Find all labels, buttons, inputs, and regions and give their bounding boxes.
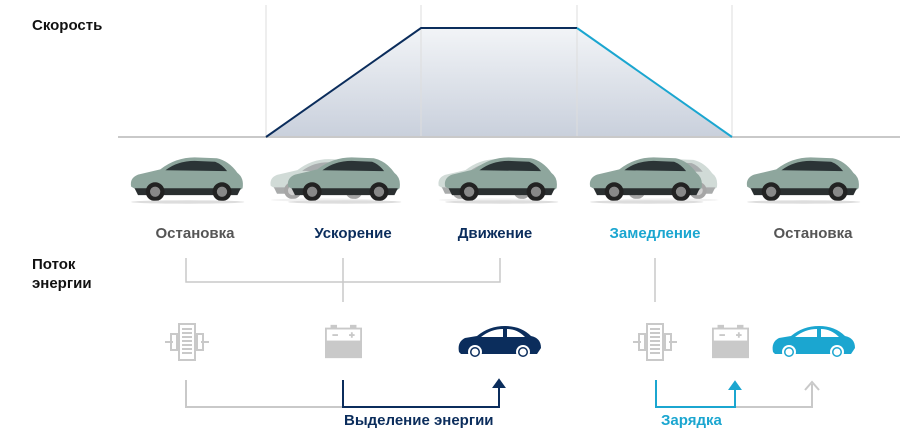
battery-icon (325, 324, 362, 359)
car-image (746, 157, 861, 204)
state-stop-end: Остановка (773, 225, 853, 242)
car-image (287, 157, 402, 204)
speed-line-decel (576, 27, 733, 138)
charging-label: Зарядка (661, 412, 722, 429)
top-connectors (185, 258, 656, 302)
speed-area (266, 28, 732, 137)
state-stop: Остановка (155, 225, 235, 242)
state-cruising: Движение (457, 225, 533, 242)
speed-chart (118, 5, 900, 138)
car-image (444, 157, 559, 204)
energy-flow-label: Поток энергии (32, 256, 92, 292)
bottom-flows (185, 378, 820, 408)
car-image (589, 157, 704, 204)
state-acceleration: Ускорение (314, 225, 392, 242)
car-icon-navy (458, 326, 541, 359)
speed-line-accel (265, 27, 577, 138)
battery-icon (712, 324, 749, 359)
motor-icon (633, 323, 677, 361)
car-icon-cyan (772, 326, 855, 359)
car-image (130, 157, 245, 204)
motor-icon (165, 323, 209, 361)
speed-label: Скорость (32, 17, 103, 34)
state-deceleration: Замедление (609, 225, 701, 242)
energy-release-label: Выделение энергии (344, 412, 494, 429)
cars (130, 157, 861, 204)
